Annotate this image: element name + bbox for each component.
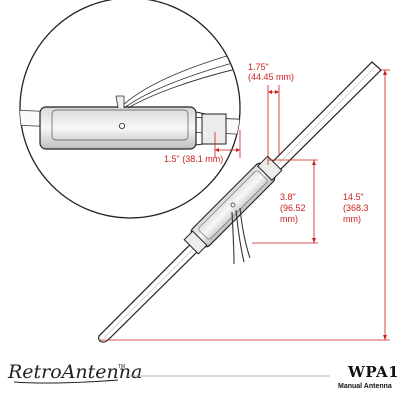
antenna-wires (231, 207, 251, 265)
svg-text:RetroAntenna: RetroAntenna (7, 361, 142, 383)
dimension-arrows (268, 70, 387, 340)
dimension-lines (100, 69, 390, 341)
mount-body-detail (39, 106, 197, 150)
end-cap-detail (201, 113, 227, 145)
svg-text:TM: TM (118, 364, 125, 370)
dim-label-cap-length: 1.5" (38.1 mm) (164, 154, 223, 164)
dim-label-mount-width: 1.75"(44.45 mm) (248, 62, 294, 82)
screw-icon (119, 123, 126, 130)
brand-logo: RetroAntenna TM (7, 361, 142, 384)
detail-zoom-circle (19, 0, 241, 219)
model-name: WPA1 (347, 363, 399, 381)
model-subtitle: Manual Antenna (338, 383, 392, 390)
mount-body (183, 155, 283, 255)
